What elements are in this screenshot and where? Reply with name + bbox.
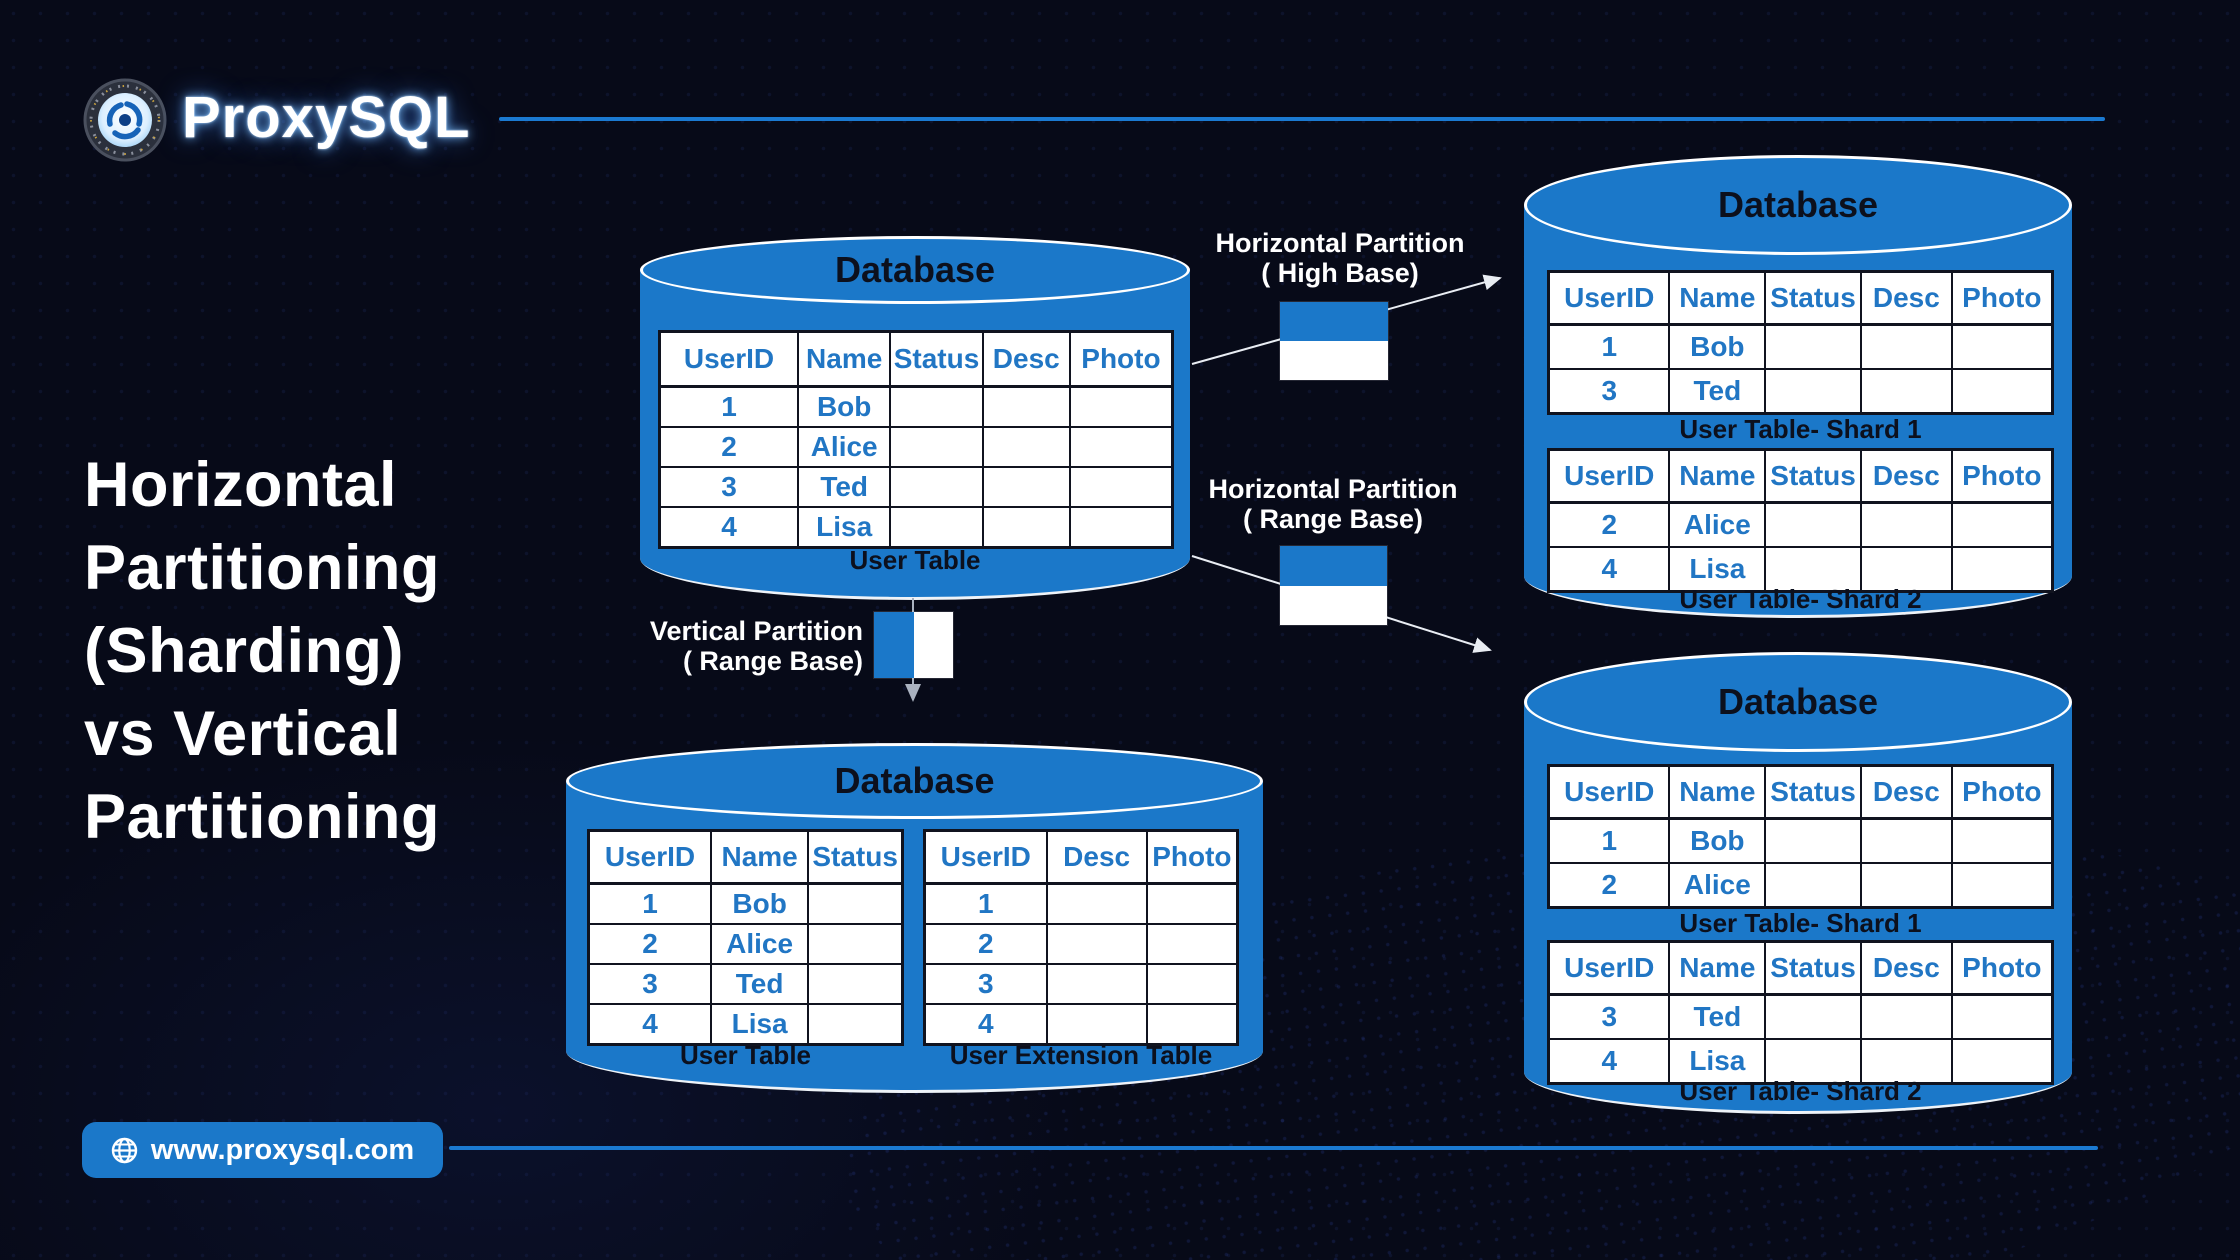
- title-line: Partitioning: [84, 782, 440, 852]
- column-header: Status: [889, 330, 984, 388]
- table-row: 1: [923, 882, 1239, 925]
- label-vertical-partition-range-base: Vertical Partition ( Range Base): [649, 616, 863, 676]
- column-header: Desc: [1045, 829, 1148, 885]
- website-url: www.proxysql.com: [150, 1133, 415, 1166]
- horizontal-split-icon: [1280, 302, 1388, 380]
- footer-divider-line: [449, 1146, 2098, 1150]
- table-caption: User Table- Shard 1: [1679, 908, 1922, 938]
- table-caption: User Table- Shard 2: [1679, 1076, 1922, 1106]
- title-line: vs Vertical: [84, 699, 402, 769]
- column-header: Name: [1668, 940, 1767, 996]
- horizontal-split-icon: [1280, 546, 1387, 625]
- column-header: UserID: [923, 829, 1048, 885]
- column-header: Photo: [1950, 764, 2054, 820]
- column-header: Status: [1764, 448, 1862, 504]
- title-line: Horizontal: [84, 450, 397, 520]
- proxysql-logo-icon: [83, 78, 167, 162]
- column-header: Photo: [1145, 829, 1239, 885]
- title-line: (Sharding): [84, 616, 404, 686]
- database-title: Database: [1717, 681, 1879, 722]
- brand-name: ProxySQL: [182, 85, 471, 150]
- database-title: Database: [1717, 184, 1879, 225]
- column-header: Name: [796, 330, 892, 388]
- column-header: Photo: [1950, 270, 2054, 326]
- column-header: Desc: [981, 330, 1071, 388]
- column-header: Name: [1668, 764, 1767, 820]
- table-caption: User Table: [849, 545, 981, 575]
- column-header: UserID: [658, 330, 799, 388]
- column-header: UserID: [587, 829, 712, 885]
- column-header: Desc: [1859, 270, 1953, 326]
- column-header: UserID: [1547, 270, 1671, 326]
- table-caption: User Table: [679, 1040, 811, 1070]
- table-row: 4: [923, 1003, 1239, 1046]
- column-header: Photo: [1068, 330, 1174, 388]
- header-divider-line: [499, 117, 2105, 121]
- label-horizontal-partition-high-base: Horizontal Partition ( High Base): [1215, 228, 1465, 288]
- column-header: Photo: [1950, 448, 2054, 504]
- column-header: UserID: [1547, 764, 1671, 820]
- column-header: UserID: [1547, 448, 1671, 504]
- column-header: Name: [709, 829, 810, 885]
- table-caption: User Table- Shard 2: [1679, 584, 1922, 614]
- title-line: Partitioning: [84, 533, 440, 603]
- column-header: Status: [1764, 940, 1862, 996]
- table-caption: User Extension Table: [949, 1040, 1213, 1070]
- table-row: 3: [923, 963, 1239, 1005]
- column-header: Photo: [1950, 940, 2054, 996]
- column-header: Desc: [1859, 764, 1953, 820]
- column-header: Status: [1764, 764, 1862, 820]
- column-header: Name: [1668, 448, 1767, 504]
- column-header: Status: [807, 829, 904, 885]
- column-header: Desc: [1859, 448, 1953, 504]
- column-header: Desc: [1859, 940, 1953, 996]
- database-title: Database: [834, 249, 996, 290]
- table-row: 2: [923, 923, 1239, 965]
- vertical-split-icon: [874, 612, 953, 678]
- page-title: Horizontal Partitioning (Sharding) vs Ve…: [84, 444, 440, 859]
- column-header: Name: [1668, 270, 1767, 326]
- column-header: UserID: [1547, 940, 1671, 996]
- column-header: Status: [1764, 270, 1862, 326]
- label-horizontal-partition-range-base: Horizontal Partition ( Range Base): [1208, 474, 1458, 534]
- table-caption: User Table- Shard 1: [1679, 414, 1922, 444]
- globe-icon: [111, 1137, 138, 1163]
- website-url-button[interactable]: www.proxysql.com: [82, 1122, 443, 1178]
- database-title: Database: [834, 760, 995, 801]
